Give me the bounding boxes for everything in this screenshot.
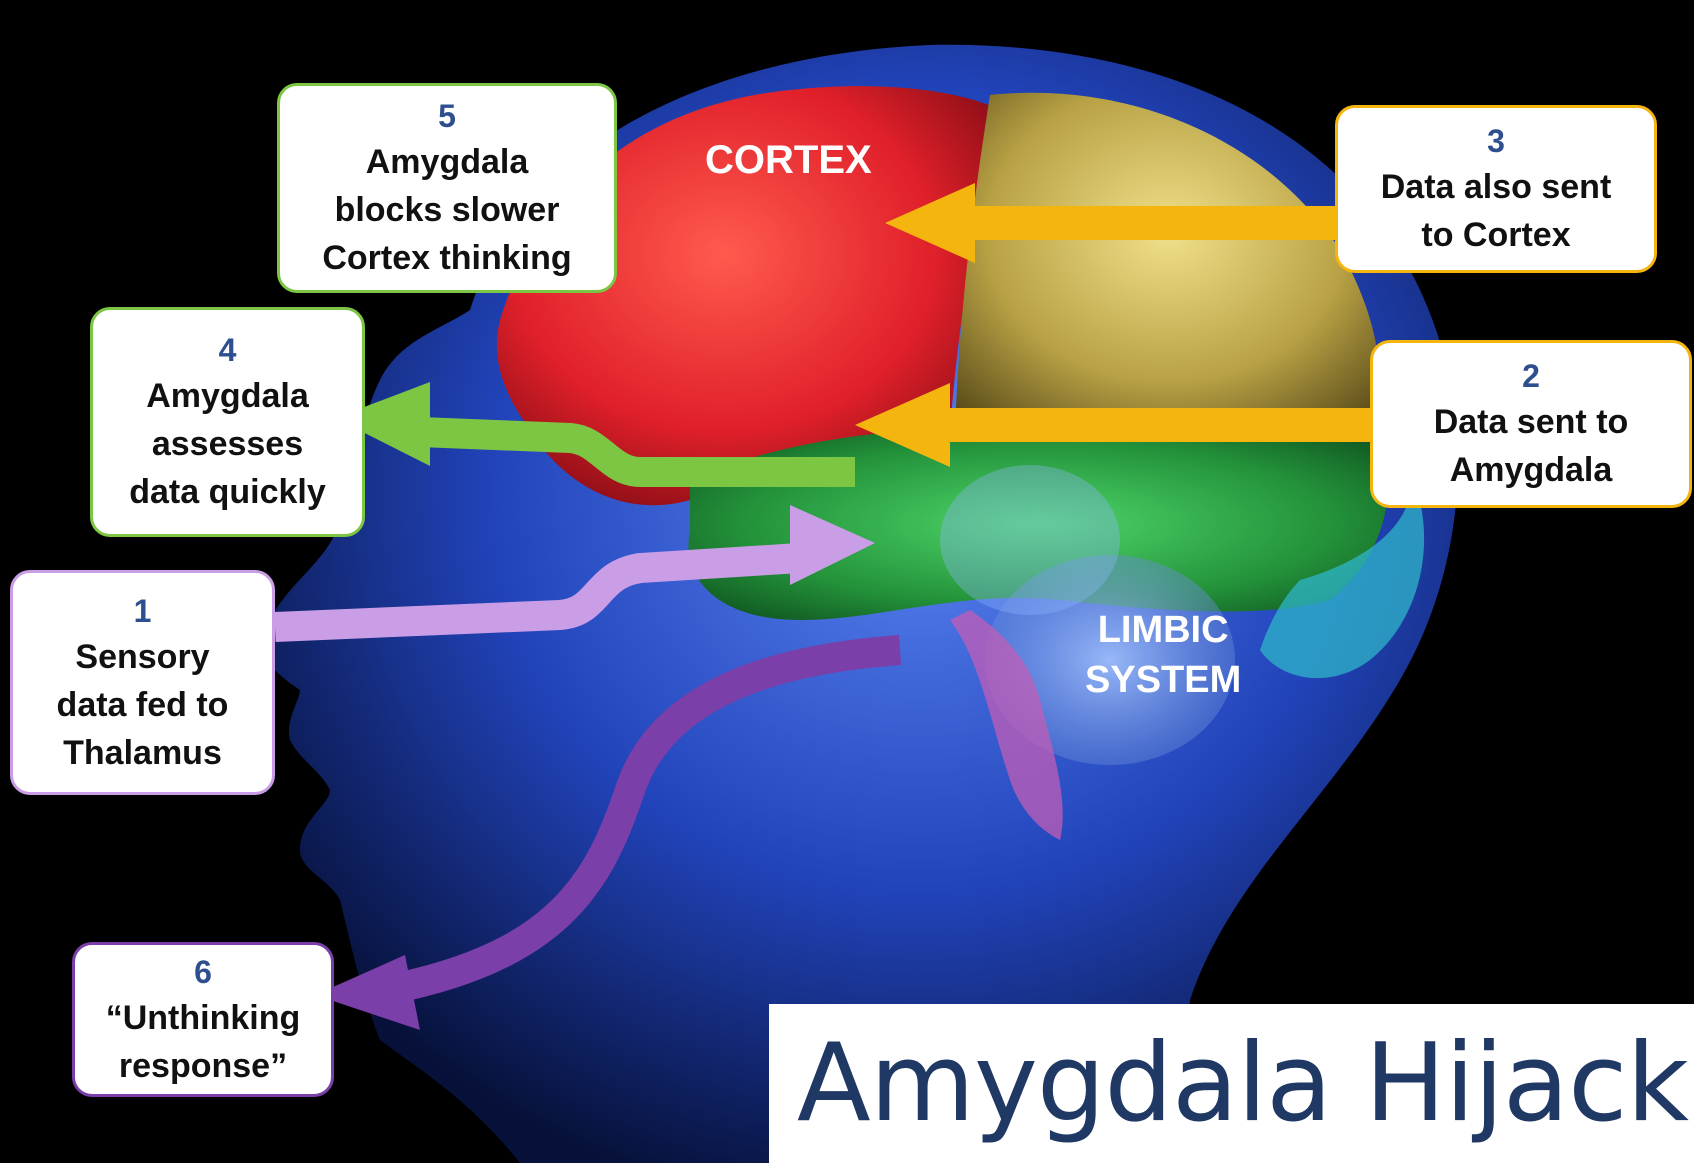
step-2-callout: 2 Data sent to Amygdala xyxy=(1370,340,1692,508)
step-3-callout: 3 Data also sent to Cortex xyxy=(1335,105,1657,273)
step-text: Amygdala assesses data quickly xyxy=(129,372,326,516)
step-number: 3 xyxy=(1487,119,1505,163)
step-number: 4 xyxy=(219,328,237,372)
step-number: 2 xyxy=(1522,354,1540,398)
step-number: 6 xyxy=(194,950,212,994)
step-text: Data sent to Amygdala xyxy=(1434,398,1629,494)
step-text: Data also sent to Cortex xyxy=(1381,163,1612,259)
step-number: 1 xyxy=(134,589,152,633)
step-text: Amygdala blocks slower Cortex thinking xyxy=(322,138,571,282)
limbic-inner xyxy=(940,465,1120,615)
step-number: 5 xyxy=(438,94,456,138)
step-text: “Unthinking response” xyxy=(106,994,301,1090)
title-box: Amygdala Hijack xyxy=(769,1004,1694,1163)
step-4-callout: 4 Amygdala assesses data quickly xyxy=(90,307,365,537)
step-text: Sensory data fed to Thalamus xyxy=(57,633,229,777)
step-6-callout: 6 “Unthinking response” xyxy=(72,942,334,1097)
step-1-callout: 1 Sensory data fed to Thalamus xyxy=(10,570,275,795)
step-5-callout: 5 Amygdala blocks slower Cortex thinking xyxy=(277,83,617,293)
parietal-lobe xyxy=(955,93,1380,444)
limbic-system-label: LIMBIC SYSTEM xyxy=(1085,605,1241,705)
cortex-label: CORTEX xyxy=(705,135,872,185)
page-title: Amygdala Hijack xyxy=(797,1024,1688,1144)
